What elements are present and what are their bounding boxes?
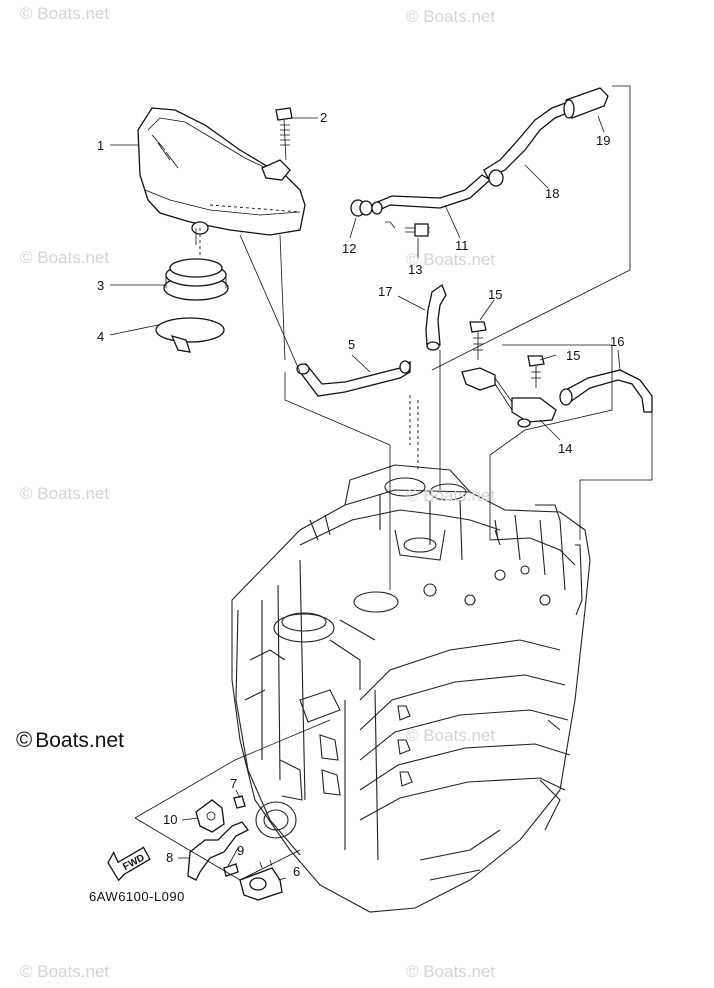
part-13-bolt xyxy=(385,221,430,237)
drawing-number: 6AW6100-L090 xyxy=(89,889,185,904)
fwd-label: FWD xyxy=(121,852,146,872)
watermark-bottom-left: © Boats.net xyxy=(20,962,110,981)
callout-3: 3 xyxy=(97,278,104,293)
part-12-clamp xyxy=(350,199,373,217)
callout-14: 14 xyxy=(558,441,572,456)
part-15-bolt-b xyxy=(527,355,545,388)
part-1-cover xyxy=(137,107,306,236)
callout-16: 16 xyxy=(610,334,624,349)
watermark-middle-center: © Boats.net xyxy=(406,486,496,505)
part-11-hose xyxy=(371,174,492,215)
engine-block xyxy=(231,464,591,913)
part-4-band xyxy=(155,317,225,353)
callout-13: 13 xyxy=(408,262,422,277)
watermark-upper-center: © Boats.net xyxy=(406,250,496,269)
part-19-hose xyxy=(563,87,609,119)
assembly-lines xyxy=(134,85,653,881)
brand-text: Boats.net xyxy=(35,729,124,752)
callout-19: 19 xyxy=(596,133,610,148)
callout-6: 6 xyxy=(293,864,300,879)
watermark-upper-left: © Boats.net xyxy=(20,248,110,267)
callout-10: 10 xyxy=(163,812,177,827)
copyright-symbol: © xyxy=(16,727,33,752)
callout-18: 18 xyxy=(545,186,559,201)
callout-11: 11 xyxy=(455,238,469,253)
watermark-top-left: © Boats.net xyxy=(20,4,110,23)
watermark-bottom-center: © Boats.net xyxy=(406,962,496,981)
watermark-lower-center: © Boats.net xyxy=(406,726,496,745)
callout-2: 2 xyxy=(320,110,327,125)
part-5-hose xyxy=(296,360,411,397)
part-10-holder xyxy=(195,799,225,833)
part-3-grommet xyxy=(163,258,229,301)
part-6-valve xyxy=(239,859,283,901)
part-16-hose xyxy=(559,369,653,413)
part-18-hose xyxy=(483,101,571,187)
part-15-bolt-a xyxy=(469,321,487,360)
part-9-screw xyxy=(223,863,239,877)
part-17-hose xyxy=(425,283,447,351)
fwd-arrow-icon: FWD xyxy=(107,846,151,882)
callout-7: 7 xyxy=(230,776,237,791)
part-2-bolt xyxy=(275,107,293,161)
callout-leaders xyxy=(109,115,621,881)
watermark-top-center: © Boats.net xyxy=(406,7,496,26)
brand-label: ©Boats.net xyxy=(16,727,124,753)
callout-8: 8 xyxy=(166,850,173,865)
callout-9: 9 xyxy=(237,843,244,858)
callout-4: 4 xyxy=(97,329,104,344)
callout-labels: 1 2 3 4 5 6 7 8 9 10 11 12 13 14 15 15 1… xyxy=(97,110,624,879)
part-8-bracket xyxy=(187,821,249,881)
watermark-middle-left: © Boats.net xyxy=(20,484,110,503)
callout-15a: 15 xyxy=(488,287,502,302)
callout-15b: 15 xyxy=(566,348,580,363)
callout-1: 1 xyxy=(97,138,104,153)
part-14-joint xyxy=(461,367,557,428)
callout-17: 17 xyxy=(378,284,392,299)
callout-5: 5 xyxy=(348,337,355,352)
callout-12: 12 xyxy=(342,241,356,256)
